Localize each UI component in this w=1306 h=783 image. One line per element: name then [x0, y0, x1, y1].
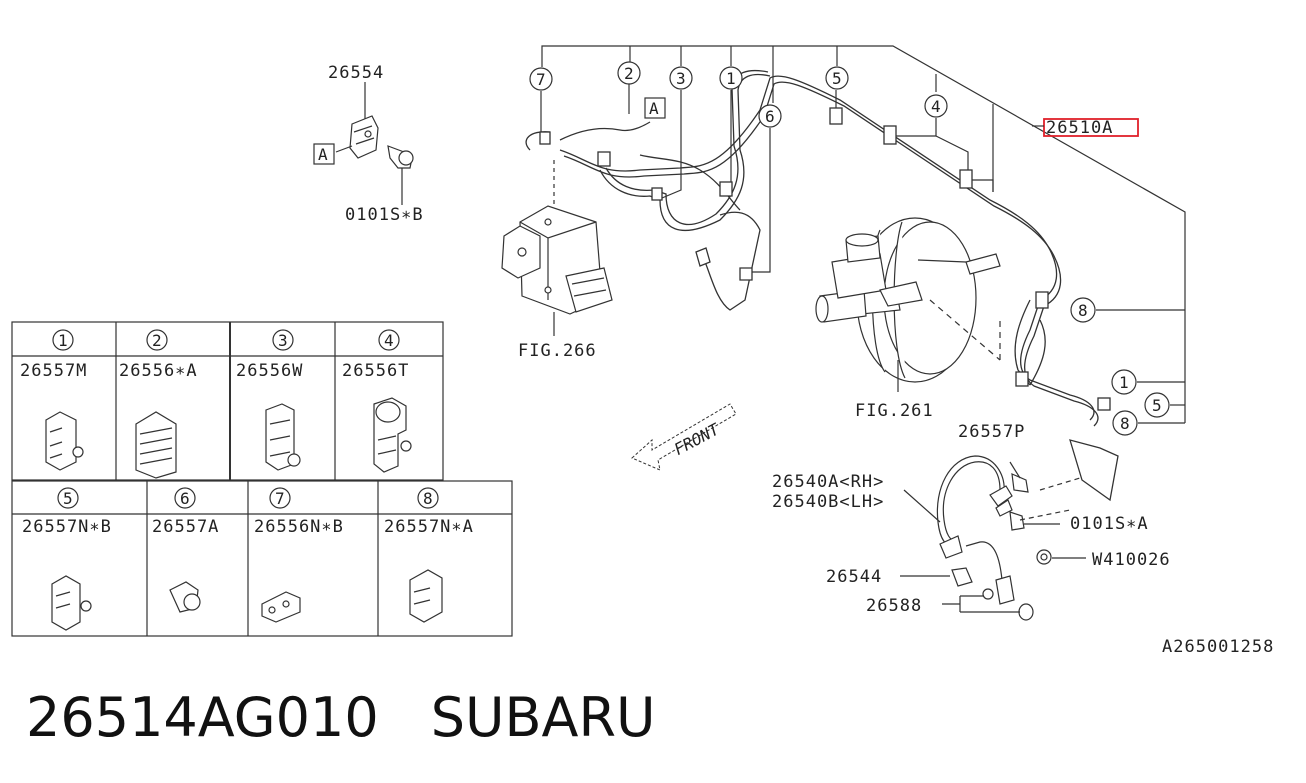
caption-brand: SUBARU	[430, 686, 656, 749]
label-26554: 26554	[328, 63, 384, 83]
label-26540b-lh: 26540B<LH>	[772, 492, 884, 512]
clip-26556nb-sketch	[261, 591, 301, 623]
legend-part-26556nb: 26556N∗B	[254, 517, 344, 537]
label-26588: 26588	[866, 596, 922, 616]
callout-5-lower: 5	[1152, 396, 1162, 415]
callout-1: 1	[726, 69, 736, 88]
legend-part-26557a: 26557A	[152, 517, 219, 537]
callout-circles	[529, 61, 1170, 436]
legend-part-26557na: 26557N∗A	[384, 517, 474, 537]
callout-8-lower: 8	[1120, 414, 1130, 433]
diagram-labels: 26554 A 0101S∗B A FIG.266 FIG.261 26510A…	[318, 63, 1274, 657]
callout-2: 2	[624, 64, 634, 83]
legend-num-4: 4	[384, 331, 394, 350]
label-a-right: A	[649, 99, 659, 118]
legend-num-3: 3	[278, 331, 288, 350]
label-26557p: 26557P	[958, 422, 1025, 442]
callout-4: 4	[931, 97, 941, 116]
clip-26557a-sketch	[169, 581, 201, 613]
legend-table	[11, 321, 513, 637]
label-26510a: 26510A	[1046, 118, 1113, 138]
legend-part-26556w: 26556W	[236, 361, 303, 381]
legend-part-26556a: 26556∗A	[119, 361, 198, 381]
legend-num-8: 8	[423, 489, 433, 508]
callout-1-lower: 1	[1119, 373, 1129, 392]
legend-part-26557m: 26557M	[20, 361, 87, 381]
clip-26557nb-sketch	[51, 575, 92, 631]
label-front: FRONT	[671, 419, 724, 459]
abs-unit-drawing	[501, 160, 613, 336]
legend-part-26557nb: 26557N∗B	[22, 517, 112, 537]
label-w410026: W410026	[1092, 550, 1171, 570]
brake-hose-drawing	[900, 455, 1086, 621]
label-a-left: A	[318, 145, 328, 164]
callout-8-upper: 8	[1078, 301, 1088, 320]
clip-26556a-sketch	[135, 411, 177, 479]
caption: 26514AG010 SUBARU	[26, 686, 708, 749]
label-26540a-rh: 26540A<RH>	[772, 472, 884, 492]
brake-booster-drawing	[815, 217, 1001, 392]
caption-part-number: 26514AG010	[26, 686, 379, 749]
legend-labels: 1 2 3 4 26557M 26556∗A 26556W 26556T 5 6…	[20, 331, 474, 537]
legend-num-1: 1	[58, 331, 68, 350]
diagram-svg: 26554 A 0101S∗B A FIG.266 FIG.261 26510A…	[11, 45, 1274, 657]
label-26544: 26544	[826, 567, 882, 587]
clip-26557m-sketch	[45, 411, 84, 471]
legend-num-2: 2	[152, 331, 162, 350]
callout-3: 3	[676, 69, 686, 88]
label-fig261: FIG.261	[855, 401, 934, 421]
legend-num-5: 5	[63, 489, 73, 508]
legend-num-7: 7	[275, 489, 285, 508]
label-fig266: FIG.266	[518, 341, 597, 361]
highlight-box	[1043, 118, 1139, 137]
label-drawing-number: A265001258	[1162, 637, 1274, 657]
legend-part-26556t: 26556T	[342, 361, 409, 381]
clip-26556w-sketch	[265, 403, 301, 471]
clip-26556t-sketch	[373, 397, 412, 473]
callout-5: 5	[832, 69, 842, 88]
callout-leaders	[540, 45, 1186, 424]
label-0101s-b: 0101S∗B	[345, 205, 424, 225]
label-0101s-a: 0101S∗A	[1070, 514, 1149, 534]
brake-pipes	[525, 69, 1119, 502]
callout-7: 7	[536, 70, 546, 89]
callout-6: 6	[765, 107, 775, 126]
clip-26557na-sketch	[409, 569, 443, 623]
bracket-26554-drawing	[313, 82, 414, 205]
legend-num-6: 6	[180, 489, 190, 508]
